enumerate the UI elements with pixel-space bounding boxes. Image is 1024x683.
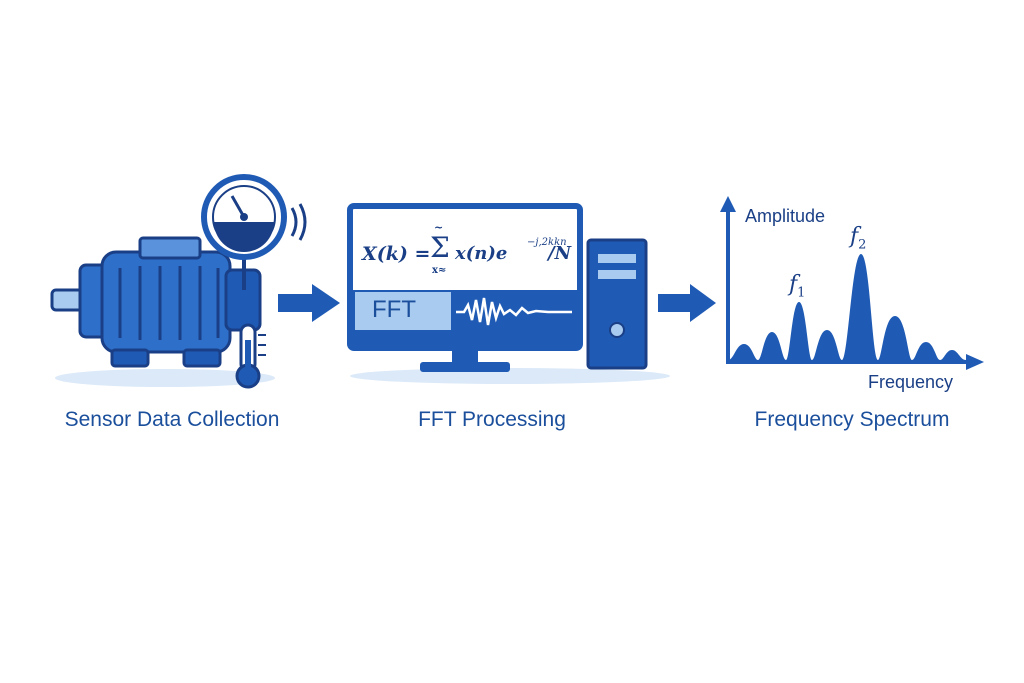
fft-label: FFT (372, 296, 416, 323)
formula-sum-top: ~ (434, 221, 444, 234)
y-axis-label: Amplitude (745, 206, 826, 226)
stage-label-spectrum: Frequency Spectrum (754, 408, 950, 431)
formula-exponent: −j,2kkn (527, 237, 567, 248)
formula-lhs: X(k) = (362, 243, 431, 265)
arrow-right-icon (278, 284, 340, 322)
formula-rhs: x(n)e (455, 243, 508, 264)
thermometer-icon (235, 323, 266, 389)
motor-illustration (50, 236, 275, 387)
formula-sum-bottom: x≈ (432, 265, 447, 276)
dft-formula: X(k) = ~ Σ x≈ x(n)e −j,2kkn /N (362, 221, 572, 279)
summation-icon: Σ (430, 231, 450, 264)
stage-label-fft: FFT Processing (418, 408, 566, 431)
arrow-right-icon (658, 284, 716, 322)
pressure-gauge-icon (201, 174, 307, 290)
peak-label-f1: f1 (789, 272, 806, 301)
spectrum-plot (720, 196, 984, 370)
peak-label-f2: f2 (850, 224, 867, 253)
x-axis-label: Frequency (868, 372, 954, 392)
computer-illustration (347, 203, 670, 384)
stage-label-sensor: Sensor Data Collection (64, 408, 280, 431)
formula-divisor: /N (548, 243, 572, 264)
